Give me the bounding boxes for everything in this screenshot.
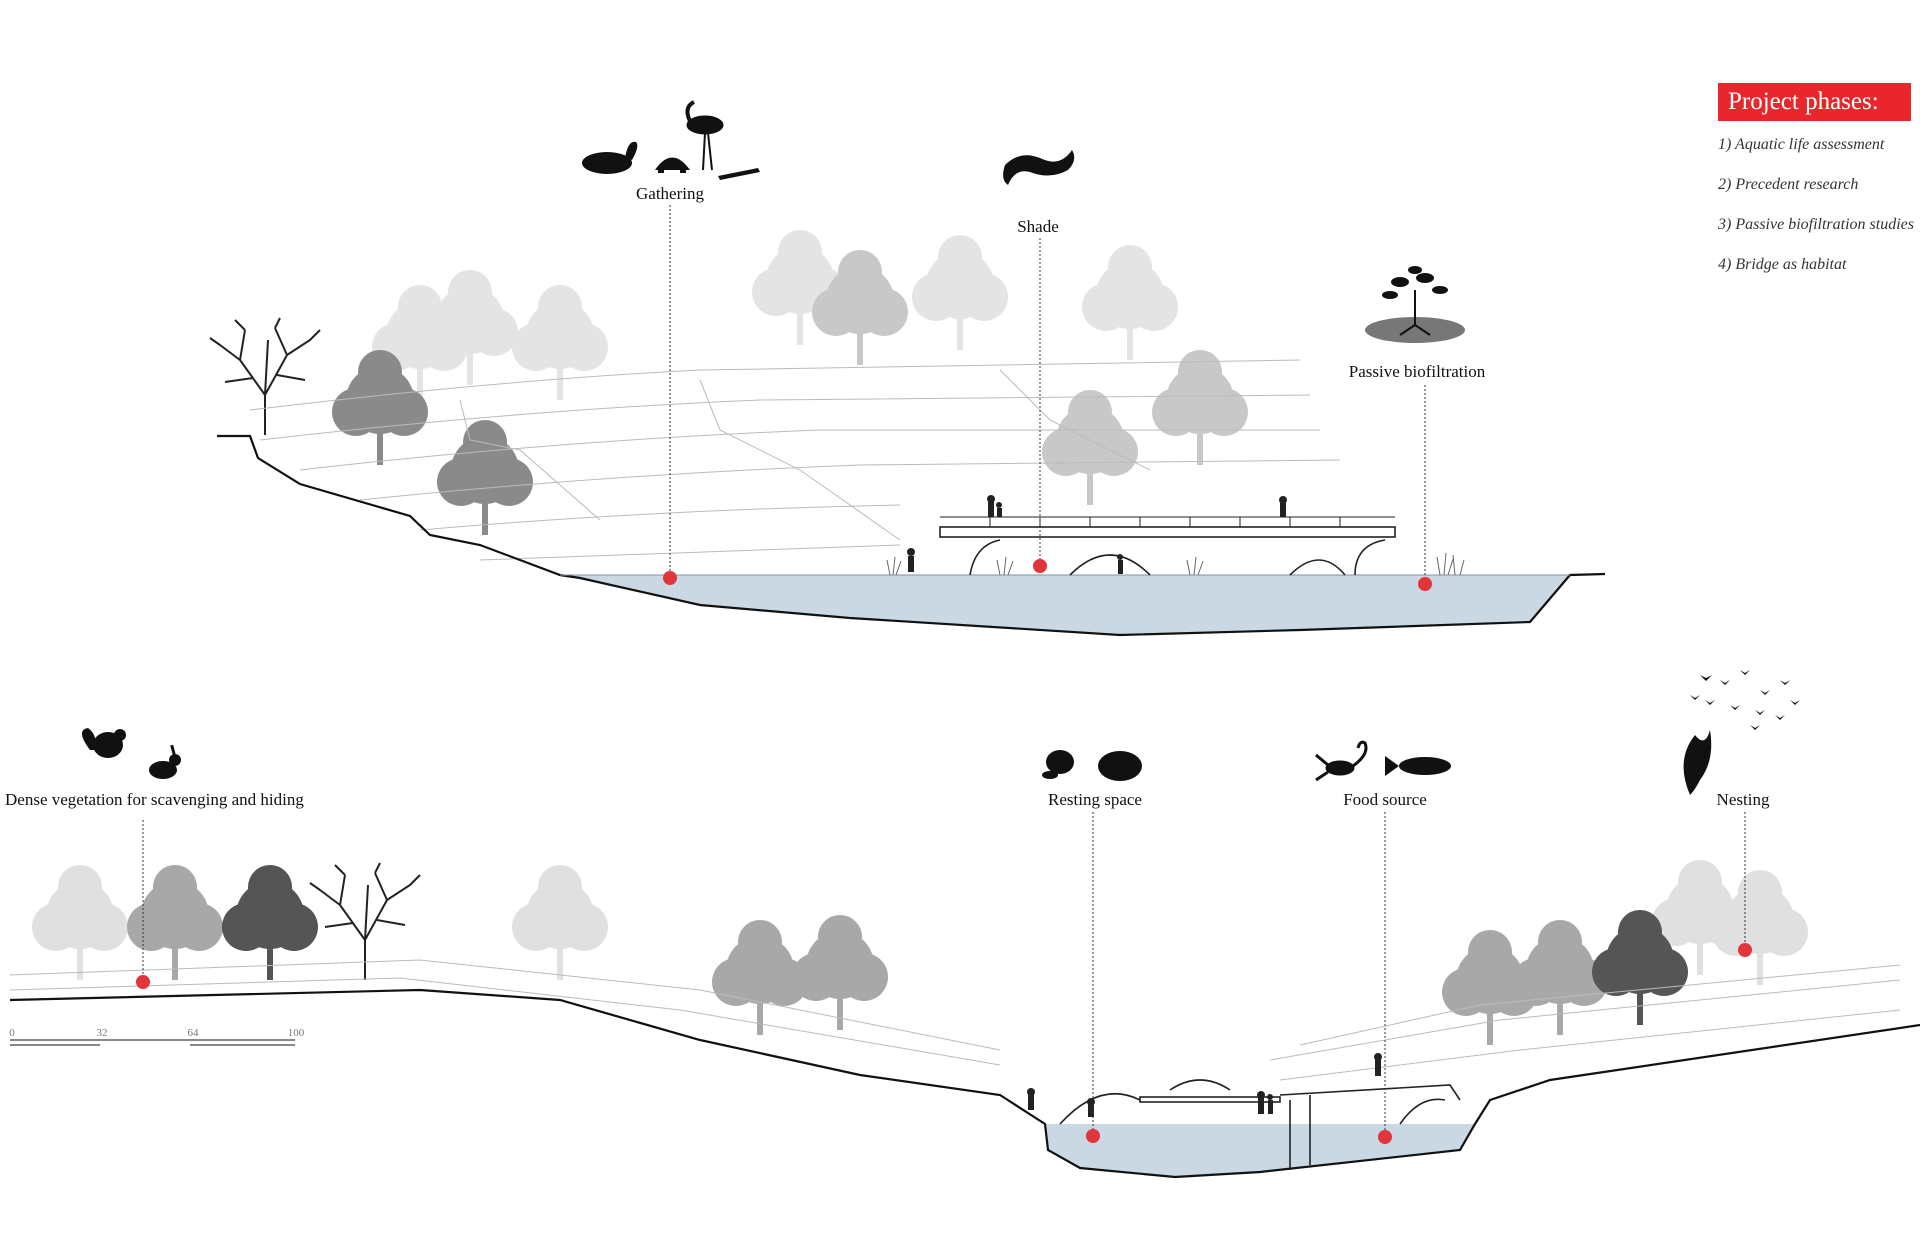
- resting-space-marker: [1086, 1129, 1100, 1143]
- bottom-midground-trees: [127, 865, 1608, 1045]
- mangrove-icon: [1365, 266, 1465, 343]
- top-reeds: [886, 552, 1465, 576]
- top-bridge: [939, 516, 1396, 576]
- top-section: [209, 100, 1606, 637]
- top-foreground-trees: [332, 350, 533, 535]
- bottom-section-ground-line: [9, 988, 1920, 1179]
- label-resting-space: Resting space: [1048, 790, 1142, 809]
- bottom-water: [1045, 1124, 1475, 1177]
- scorpion-icon: [1315, 740, 1368, 782]
- shade-marker: [1033, 559, 1047, 573]
- swan-icon: [582, 141, 638, 174]
- scale-tick-100: 100: [287, 1027, 305, 1039]
- label-food-source: Food source: [1343, 790, 1427, 809]
- salamander-icon: [1003, 150, 1075, 185]
- nesting-marker: [1738, 943, 1752, 957]
- top-terrain-contours: [249, 359, 1341, 561]
- label-passive-biofiltration: Passive biofiltration: [1348, 362, 1486, 381]
- bottom-leader-lines: [142, 812, 1746, 1137]
- label-dense-vegetation: Dense vegetation for scavenging and hidi…: [5, 790, 304, 809]
- scale-bar: [10, 1039, 295, 1046]
- rabbit-icon: [149, 744, 181, 779]
- food-source-marker: [1378, 1130, 1392, 1144]
- lizard-icon: [718, 168, 760, 180]
- top-background-trees: [372, 230, 1178, 400]
- eagle-icon: [1683, 730, 1712, 795]
- dense-vegetation-marker: [136, 975, 150, 989]
- label-shade: Shade: [1017, 217, 1059, 236]
- flamingo-icon: [685, 100, 724, 171]
- label-gathering: Gathering: [636, 184, 704, 203]
- phase-item-2: 2) Precedent research: [1718, 176, 1859, 193]
- bottom-bridges: [1059, 1079, 1461, 1170]
- top-people-silhouettes: [907, 495, 1287, 574]
- top-leader-lines: [669, 205, 1426, 584]
- bottom-people-silhouettes: [1027, 1053, 1382, 1117]
- bird-flock-icon: [1690, 670, 1800, 730]
- phase-item-3: 3) Passive biofiltration studies: [1718, 216, 1914, 233]
- squirrel-icon: [81, 728, 126, 758]
- biofiltration-marker: [1418, 577, 1432, 591]
- gathering-marker: [663, 571, 677, 585]
- bottom-terrain-contours: [9, 959, 1901, 1081]
- bottom-section: [9, 670, 1920, 1179]
- phase-item-4: 4) Bridge as habitat: [1718, 256, 1847, 273]
- top-midground-trees: [812, 250, 1248, 505]
- scale-tick-64: 64: [187, 1027, 199, 1039]
- scale-tick-0: 0: [9, 1027, 15, 1039]
- fish-icon: [1385, 756, 1451, 776]
- scale-tick-32: 32: [96, 1027, 108, 1039]
- label-nesting: Nesting: [1716, 790, 1770, 809]
- tortoise-icon: [655, 157, 690, 173]
- toad-icon: [1098, 751, 1142, 781]
- top-water: [560, 575, 1570, 635]
- project-phases-title: Project phases:: [1718, 83, 1911, 121]
- phase-item-1: 1) Aquatic life assessment: [1718, 136, 1885, 153]
- top-bare-tree: [209, 317, 321, 436]
- frog-icon: [1042, 750, 1074, 779]
